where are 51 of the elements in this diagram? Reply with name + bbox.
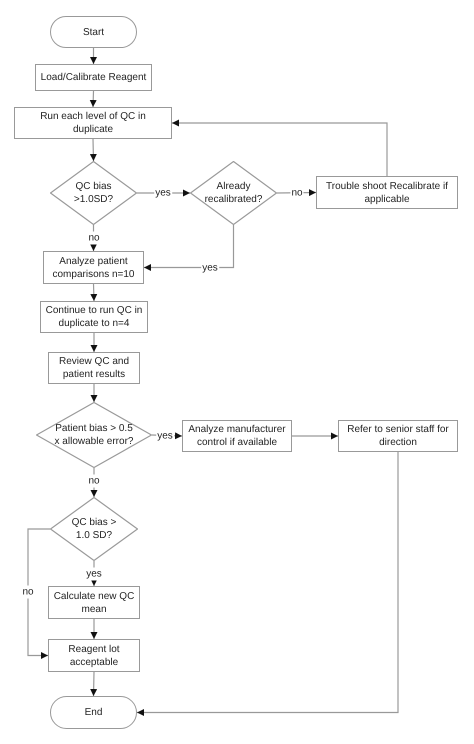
node-text: Refer to senior staff for direction: [346, 423, 450, 449]
node-text: Analyze patient comparisons n=10: [52, 254, 136, 280]
arrow: [27, 528, 50, 659]
node-text: Already recalibrated?: [204, 180, 264, 206]
node-text: Start: [82, 26, 106, 38]
process-box: [338, 420, 458, 452]
node-text: Calculate new QC mean: [52, 590, 136, 616]
terminator: [50, 16, 137, 48]
edge-label: no: [87, 232, 101, 244]
arrow: [90, 384, 98, 402]
edge-label: no: [21, 586, 35, 598]
node-text: Analyze manufacturer control if available: [187, 423, 287, 449]
node-text: Continue to run QC in duplicate to n=4: [44, 304, 144, 330]
arrow: [90, 672, 98, 696]
node-text: End: [84, 706, 104, 719]
arrow: [90, 468, 98, 497]
process-box: [48, 639, 140, 672]
decision-diamond: [50, 161, 137, 225]
node-text: Review QC and patient results: [58, 355, 130, 381]
process-box: [182, 420, 292, 452]
arrow: [90, 48, 97, 64]
node-text: Run each level of QC in duplicate: [39, 110, 147, 136]
process-box: [48, 352, 140, 384]
node-text: Reagent lot acceptable: [67, 642, 121, 668]
node-text: Trouble shoot Recalibrate if applicable: [325, 180, 449, 206]
arrow: [90, 225, 97, 251]
process-box: [35, 64, 152, 91]
arrow: [90, 619, 98, 639]
arrow: [172, 120, 388, 176]
arrow: [292, 432, 338, 440]
node-text: QC bias >1.0SD?: [72, 180, 114, 206]
arrow: [144, 225, 234, 271]
process-box: [40, 301, 148, 333]
process-box: [43, 251, 144, 284]
decision-diamond: [36, 402, 152, 468]
arrow: [90, 138, 97, 162]
edge-label: no: [87, 474, 101, 488]
node-text: Patient bias > 0.5 x allowable error?: [54, 422, 134, 448]
arrow: [90, 284, 98, 302]
edge-label: yes: [85, 568, 103, 580]
process-box: [14, 107, 172, 139]
terminator: [50, 696, 137, 729]
node-text: Load/Calibrate Reagent: [40, 71, 148, 84]
arrow: [90, 90, 97, 108]
arrow: [137, 452, 399, 716]
decision-diamond: [50, 497, 138, 561]
arrow: [90, 333, 98, 352]
process-box: [316, 176, 458, 209]
node-text: QC bias > 1.0 SD?: [70, 516, 118, 542]
decision-diamond: [190, 161, 277, 225]
process-box: [48, 586, 140, 619]
